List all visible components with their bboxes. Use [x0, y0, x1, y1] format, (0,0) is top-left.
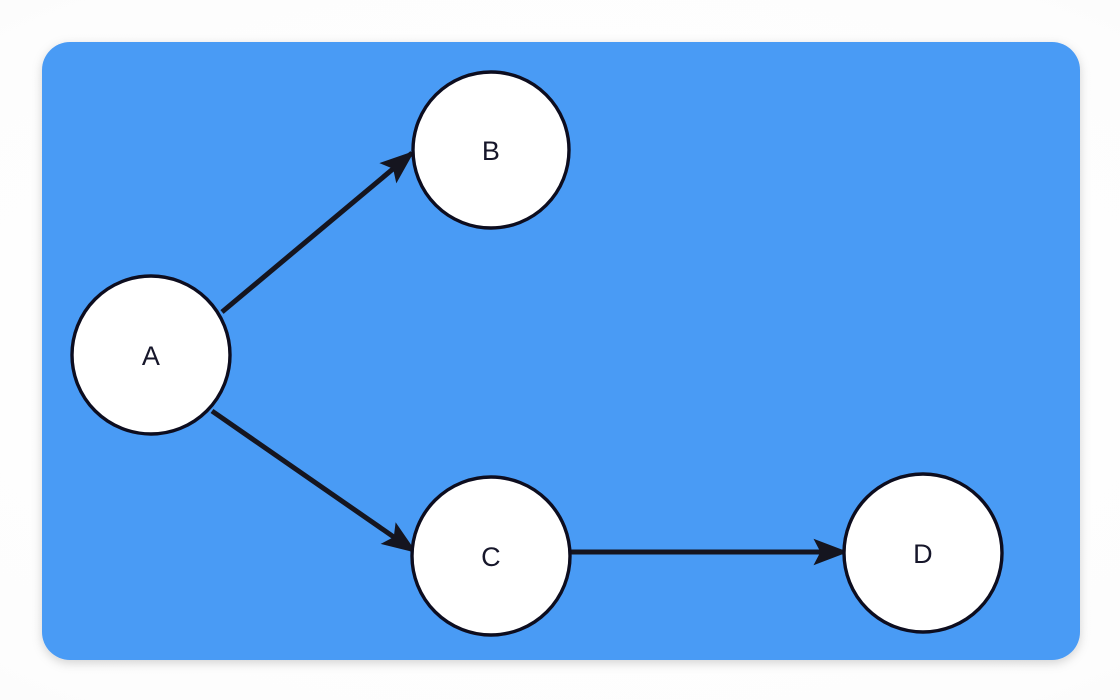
node-c-label: C	[481, 542, 501, 572]
node-a-circle[interactable]	[70, 274, 232, 436]
node-a[interactable]: A	[70, 274, 232, 436]
edge-a-to-c[interactable]	[210, 408, 417, 554]
edges-group	[210, 150, 849, 566]
node-d-label: D	[913, 539, 933, 569]
node-b[interactable]: B	[411, 70, 571, 230]
node-d-circle[interactable]	[842, 472, 1004, 634]
node-c-circle[interactable]	[410, 475, 572, 637]
node-b-circle[interactable]	[411, 70, 571, 230]
node-a-label: A	[142, 341, 160, 371]
nodes-group: A B C D	[70, 70, 1004, 637]
node-b-label: B	[482, 136, 500, 166]
node-d[interactable]: D	[842, 472, 1004, 634]
diagram-panel	[42, 42, 1080, 660]
node-c[interactable]: C	[410, 475, 572, 637]
edge-a-to-b[interactable]	[220, 150, 415, 314]
